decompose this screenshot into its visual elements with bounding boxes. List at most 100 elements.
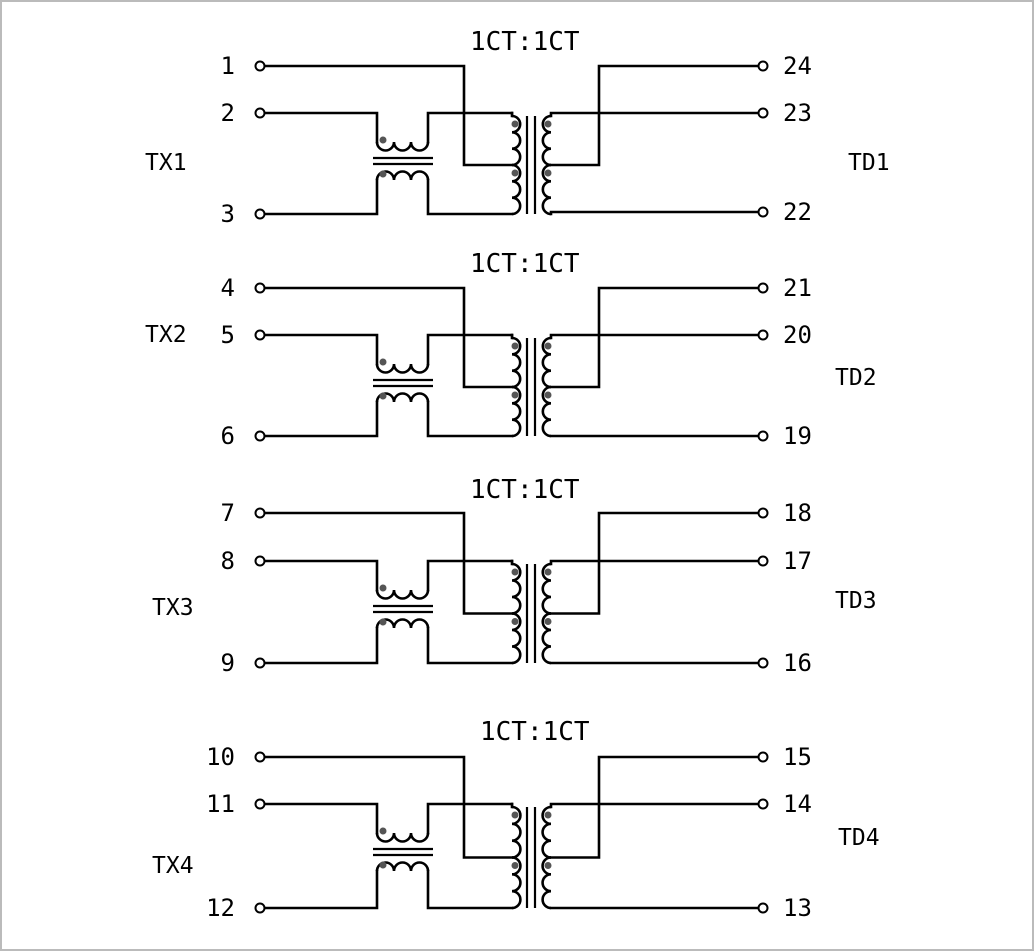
terminal-right <box>757 798 769 810</box>
secondary-winding-upper <box>541 336 552 389</box>
pin-label: 17 <box>783 547 812 575</box>
polarity-dot <box>379 827 387 835</box>
primary-winding-lower <box>511 385 522 438</box>
pin-label: 11 <box>206 790 235 818</box>
terminal-left <box>254 751 266 763</box>
wire-center-tap-secondary <box>549 755 760 859</box>
polarity-dot <box>511 120 519 128</box>
primary-winding-lower <box>511 163 522 216</box>
terminal-right <box>757 60 769 72</box>
terminal-left <box>254 555 266 567</box>
wire-choke-to-coil-top <box>426 802 514 835</box>
wire-center-tap-secondary <box>549 286 760 389</box>
polarity-dot <box>511 391 519 399</box>
wire-secondary-plus <box>549 559 760 566</box>
wire-primary-plus <box>263 559 379 592</box>
pin-label: 21 <box>783 274 812 302</box>
polarity-dot <box>511 618 519 625</box>
terminal-left <box>254 902 266 914</box>
wire-center-tap-secondary <box>549 64 760 167</box>
wire-center-tap-primary <box>263 286 514 389</box>
terminal-right <box>757 555 769 567</box>
terminal-left <box>254 657 266 669</box>
channel-2: 1CT:1CT TX2 TD2 4 5 6 21 20 19 <box>145 249 877 450</box>
ratio-label: 1CT:1CT <box>470 27 580 57</box>
wire-choke-to-coil-bottom <box>426 626 514 665</box>
secondary-winding-lower <box>541 856 552 910</box>
wire-primary-minus <box>263 400 379 438</box>
td-label: TD3 <box>835 588 877 614</box>
ratio-label: 1CT:1CT <box>470 249 580 279</box>
polarity-dot <box>511 342 519 350</box>
terminal-right <box>757 902 769 914</box>
channel-3: 1CT:1CT TX3 TD3 7 8 9 18 17 16 <box>152 475 877 677</box>
wire-primary-plus <box>263 111 379 144</box>
polarity-dot <box>511 811 519 819</box>
primary-winding-lower <box>511 612 522 665</box>
pin-label: 15 <box>783 743 812 771</box>
pin-label: 18 <box>783 499 812 527</box>
terminal-right <box>757 282 769 294</box>
wire-center-tap-primary <box>263 511 514 615</box>
wire-choke-to-coil-top <box>426 559 514 592</box>
polarity-dot <box>544 811 552 819</box>
polarity-dot <box>544 342 552 350</box>
terminal-left <box>254 282 266 294</box>
terminal-left <box>254 60 266 72</box>
wire-secondary-plus <box>549 333 760 340</box>
tx-label: TX2 <box>145 322 187 348</box>
polarity-dot <box>544 120 552 128</box>
polarity-dot <box>379 358 387 366</box>
choke-winding-top <box>375 363 430 374</box>
pin-label: 6 <box>221 422 235 450</box>
terminal-left <box>254 208 266 220</box>
pin-label: 14 <box>783 790 812 818</box>
choke-winding-top <box>375 589 430 600</box>
polarity-dot <box>544 568 552 576</box>
secondary-winding-lower <box>541 163 552 216</box>
wire-center-tap-secondary <box>549 511 760 615</box>
terminal-left <box>254 430 266 442</box>
terminal-right <box>757 329 769 341</box>
pin-label: 7 <box>221 499 235 527</box>
wire-center-tap-primary <box>263 755 514 859</box>
pin-label: 24 <box>783 52 812 80</box>
primary-winding-upper <box>511 114 522 167</box>
secondary-winding-upper <box>541 114 552 167</box>
ratio-label: 1CT:1CT <box>480 717 590 747</box>
terminal-right <box>757 507 769 519</box>
secondary-winding-upper <box>541 562 552 615</box>
wire-choke-to-coil-bottom <box>426 400 514 438</box>
primary-winding-upper <box>511 805 522 859</box>
channel-4: 1CT:1CT TX4 TD4 10 11 12 15 14 13 <box>152 717 880 922</box>
pin-label: 9 <box>221 649 235 677</box>
td-label: TD4 <box>838 825 880 851</box>
wire-choke-to-coil-top <box>426 111 514 144</box>
pin-label: 1 <box>221 52 235 80</box>
terminal-left <box>254 329 266 341</box>
pin-label: 19 <box>783 422 812 450</box>
tx-label: TX3 <box>152 595 194 621</box>
primary-winding-upper <box>511 562 522 615</box>
polarity-dot <box>544 862 552 869</box>
terminal-right <box>757 657 769 669</box>
wire-secondary-minus <box>549 210 760 216</box>
polarity-dot <box>379 392 387 400</box>
wire-primary-plus <box>263 333 379 366</box>
wire-primary-minus <box>263 178 379 216</box>
choke-winding-top <box>375 141 430 152</box>
pin-label: 23 <box>783 99 812 127</box>
pin-label: 4 <box>221 274 235 302</box>
wire-primary-minus <box>263 626 379 665</box>
pin-label: 10 <box>206 743 235 771</box>
primary-winding-lower <box>511 856 522 910</box>
polarity-dot <box>511 568 519 576</box>
pin-label: 13 <box>783 894 812 922</box>
wire-choke-to-coil-bottom <box>426 178 514 216</box>
pin-label: 3 <box>221 200 235 228</box>
polarity-dot <box>379 584 387 592</box>
polarity-dot <box>379 170 387 178</box>
pin-label: 12 <box>206 894 235 922</box>
